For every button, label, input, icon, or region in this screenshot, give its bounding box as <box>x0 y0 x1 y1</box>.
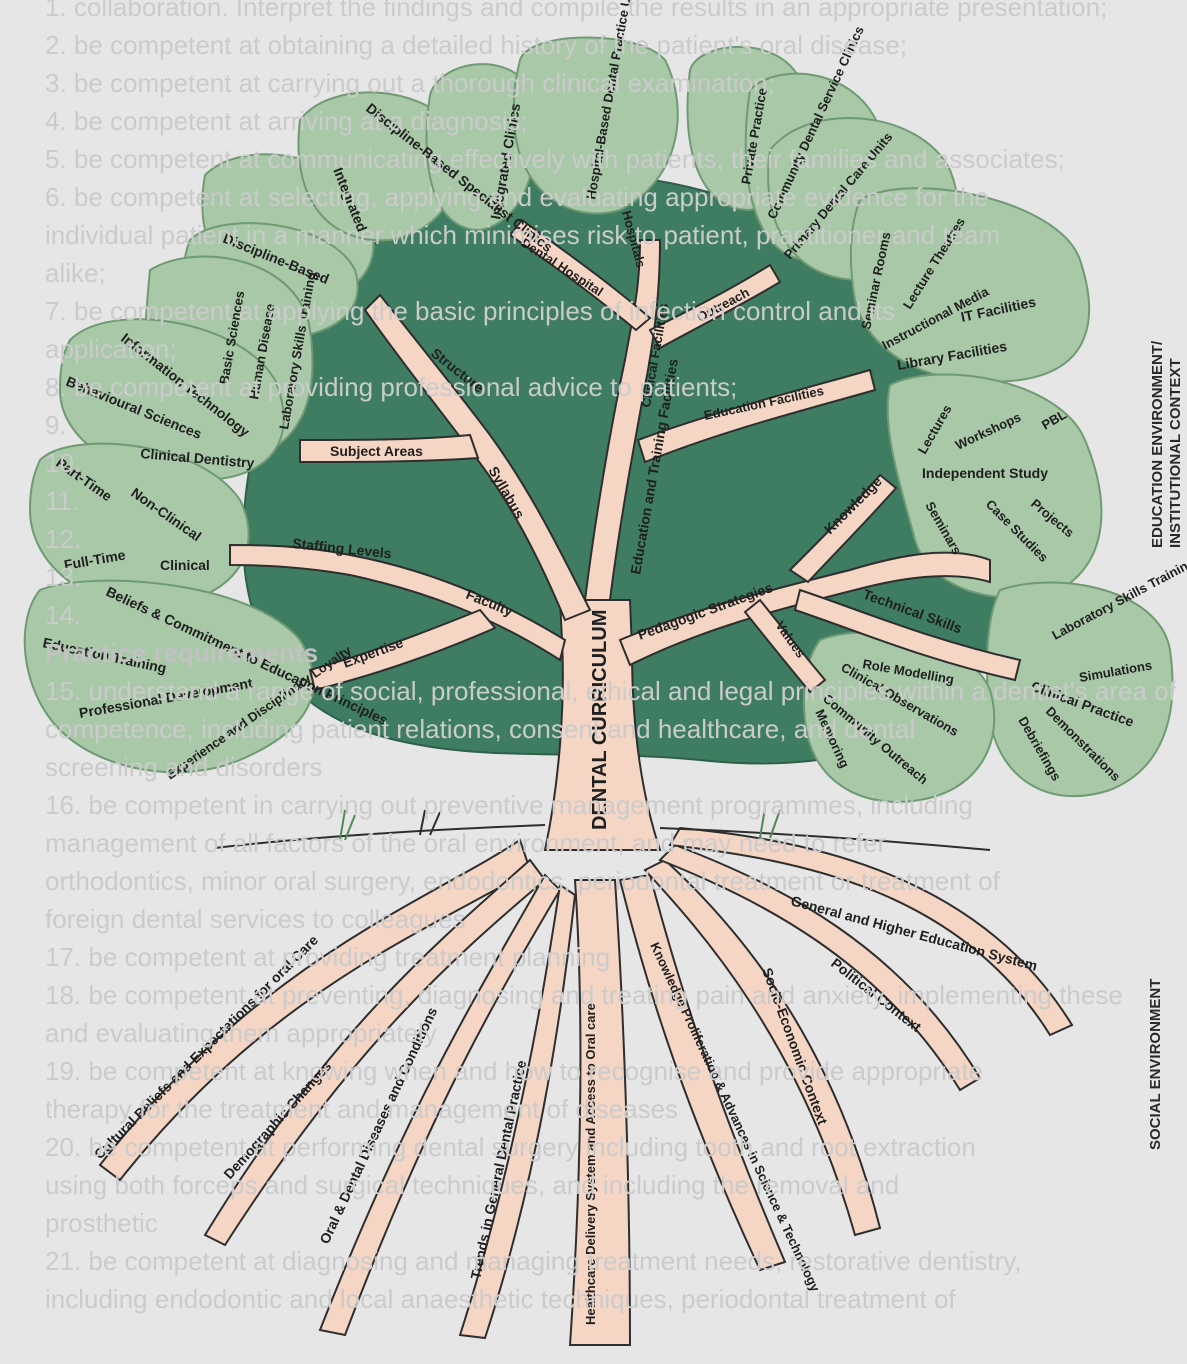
leaf-label-clinical: Clinical <box>160 557 210 573</box>
root-healthcare <box>570 880 630 1345</box>
side-label-canopy-2: INSTITUTIONAL CONTEXT <box>1167 358 1184 548</box>
root-label-socio-economic: Socio-Economic Context <box>759 966 831 1127</box>
trunk-label: DENTAL CURRICULUM <box>589 610 611 830</box>
root-label-knowledge-proliferation: Knowledge Proliferation & Advances in Sc… <box>647 940 823 1295</box>
side-label-roots: SOCIAL ENVIRONMENT <box>1147 979 1164 1150</box>
root-label-healthcare-delivery: Healthcare Delivery System and Access to… <box>583 1003 598 1325</box>
branch-label-subject-areas: Subject Areas <box>330 443 423 459</box>
leaf-label-independent-study: Independent Study <box>922 465 1048 481</box>
side-label-canopy-1: EDUCATION ENVIRONMENT/ <box>1149 340 1166 548</box>
root-cultural <box>100 840 530 1180</box>
